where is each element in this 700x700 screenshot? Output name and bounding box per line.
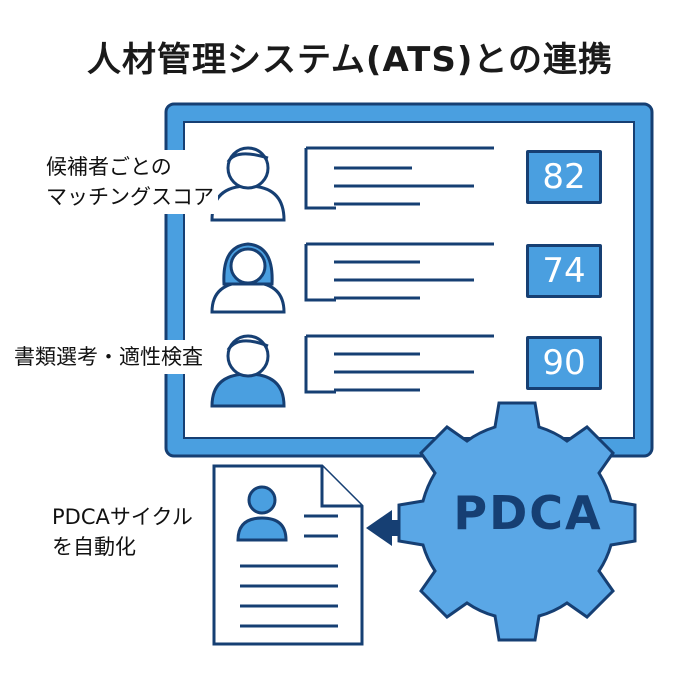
candidate-info-block xyxy=(304,242,494,302)
pdca-automation-label-line1: PDCAサイクル xyxy=(52,505,193,529)
matching-score-label-line2: マッチングスコア xyxy=(46,185,214,209)
candidate-info-block xyxy=(304,334,494,394)
screening-label: 書類選考・適性検査 xyxy=(10,340,207,374)
matching-score-badge: 82 xyxy=(526,150,602,204)
matching-score-label-line1: 候補者ごとの xyxy=(46,155,172,179)
male-user-icon xyxy=(210,334,286,408)
resume-document-icon xyxy=(212,464,364,646)
male-user-icon xyxy=(210,146,286,222)
pdca-automation-label: PDCAサイクル を自動化 xyxy=(48,500,197,564)
matching-score-label: 候補者ごとの マッチングスコア xyxy=(42,150,218,214)
diagram-title: 人材管理システム(ATS)との連携 xyxy=(86,40,614,80)
female-user-icon xyxy=(210,242,286,314)
screening-label-text: 書類選考・適性検査 xyxy=(14,345,203,369)
pdca-gear-label: PDCA xyxy=(453,486,603,540)
matching-score-badge: 74 xyxy=(526,244,602,298)
matching-score-badge: 90 xyxy=(526,336,602,390)
gear-icon xyxy=(397,401,637,642)
pdca-automation-label-line2: を自動化 xyxy=(52,535,136,559)
candidate-info-block xyxy=(304,146,494,210)
